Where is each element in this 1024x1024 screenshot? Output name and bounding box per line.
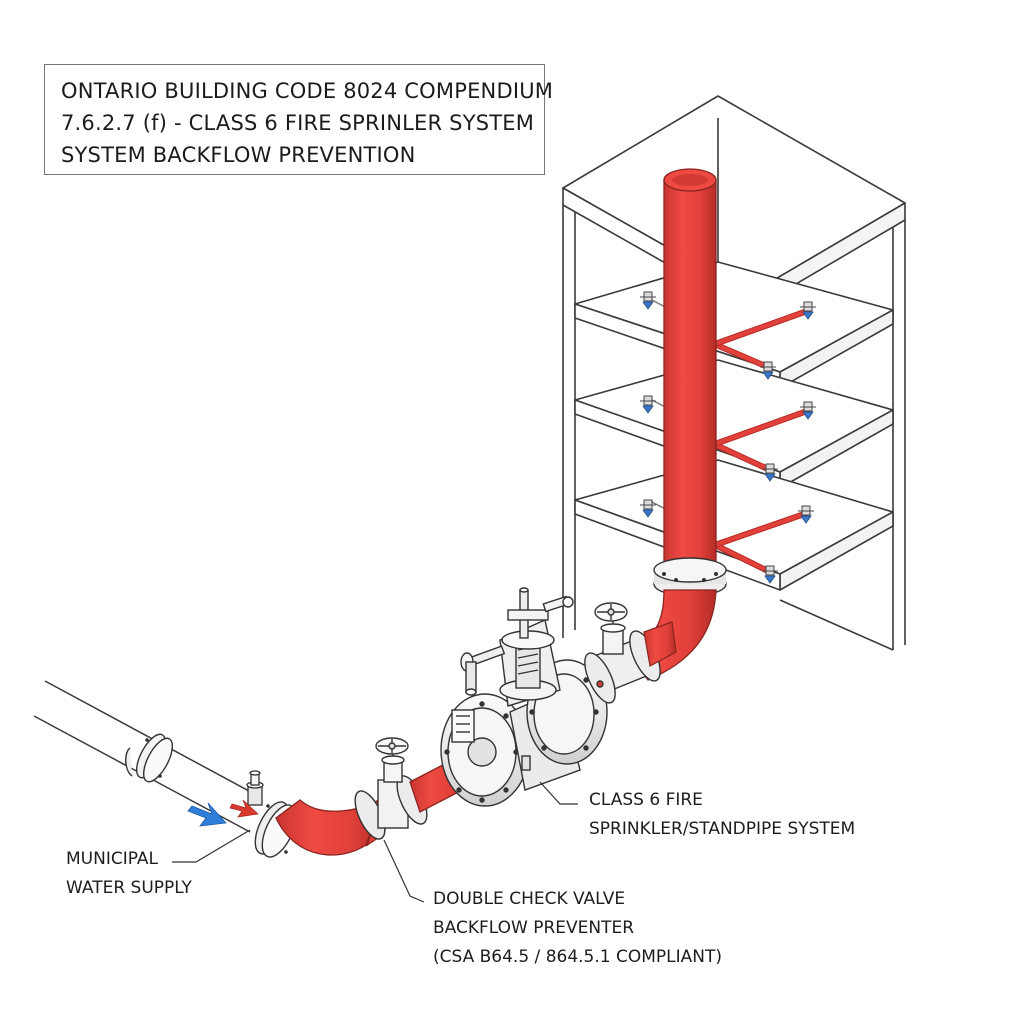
label-line: BACKFLOW PREVENTER — [433, 918, 635, 938]
leader-lines — [172, 781, 578, 903]
sprinkler-head — [762, 565, 778, 584]
leader-backflow — [383, 839, 425, 903]
sprinkler-head — [640, 291, 656, 310]
title-line-3: SYSTEM BACKFLOW PREVENTION — [61, 143, 416, 167]
label-line: MUNICIPAL — [66, 849, 158, 869]
inlet-shutoff-valve — [354, 748, 428, 840]
valve-bonnet — [460, 587, 574, 707]
leader-municipal — [172, 829, 251, 863]
roof-slab — [562, 95, 906, 295]
sprinkler-head — [640, 499, 656, 518]
test-cock — [246, 770, 264, 806]
municipal-water-supply-label: MUNICIPAL WATER SUPPLY — [66, 845, 192, 903]
outlet-spool — [643, 621, 677, 667]
double-check-valve-body — [440, 659, 608, 807]
sprinkler-head — [800, 301, 816, 320]
riser-pipe — [663, 168, 717, 581]
sprinkler-head — [798, 505, 814, 524]
outlet-shutoff-valve — [584, 614, 661, 704]
handwheel — [375, 737, 409, 755]
sprinkler-head — [762, 463, 778, 482]
label-line: (CSA B64.5 / 864.5.1 COMPLIANT) — [433, 947, 722, 967]
leader-sprinkler — [539, 781, 578, 805]
floor-slab-3 — [574, 459, 894, 591]
flow-arrow-small — [229, 799, 259, 818]
label-line: WATER SUPPLY — [66, 878, 192, 898]
label-line: DOUBLE CHECK VALVE — [433, 889, 626, 909]
supply-flange — [135, 733, 174, 783]
title-line-2: 7.6.2.7 (f) - CLASS 6 FIRE SPRINLER SYST… — [61, 111, 535, 135]
backflow-preventer-label: DOUBLE CHECK VALVE BACKFLOW PREVENTER (C… — [433, 885, 722, 972]
title-line-1: ONTARIO BUILDING CODE 8024 COMPENDIUM — [61, 79, 554, 103]
sprinkler-head — [760, 361, 776, 380]
label-line: SPRINKLER/STANDPIPE SYSTEM — [589, 819, 856, 839]
sprinkler-head — [640, 395, 656, 414]
sprinkler-system-label: CLASS 6 FIRE SPRINKLER/STANDPIPE SYSTEM — [589, 786, 855, 844]
sprinkler-head — [800, 401, 816, 420]
frame-base — [779, 599, 894, 651]
inflow-arrow — [187, 802, 227, 827]
handwheel — [594, 602, 628, 622]
title-box: ONTARIO BUILDING CODE 8024 COMPENDIUM 7.… — [44, 64, 554, 175]
label-line: CLASS 6 FIRE — [589, 790, 703, 810]
building-frame — [562, 95, 906, 651]
